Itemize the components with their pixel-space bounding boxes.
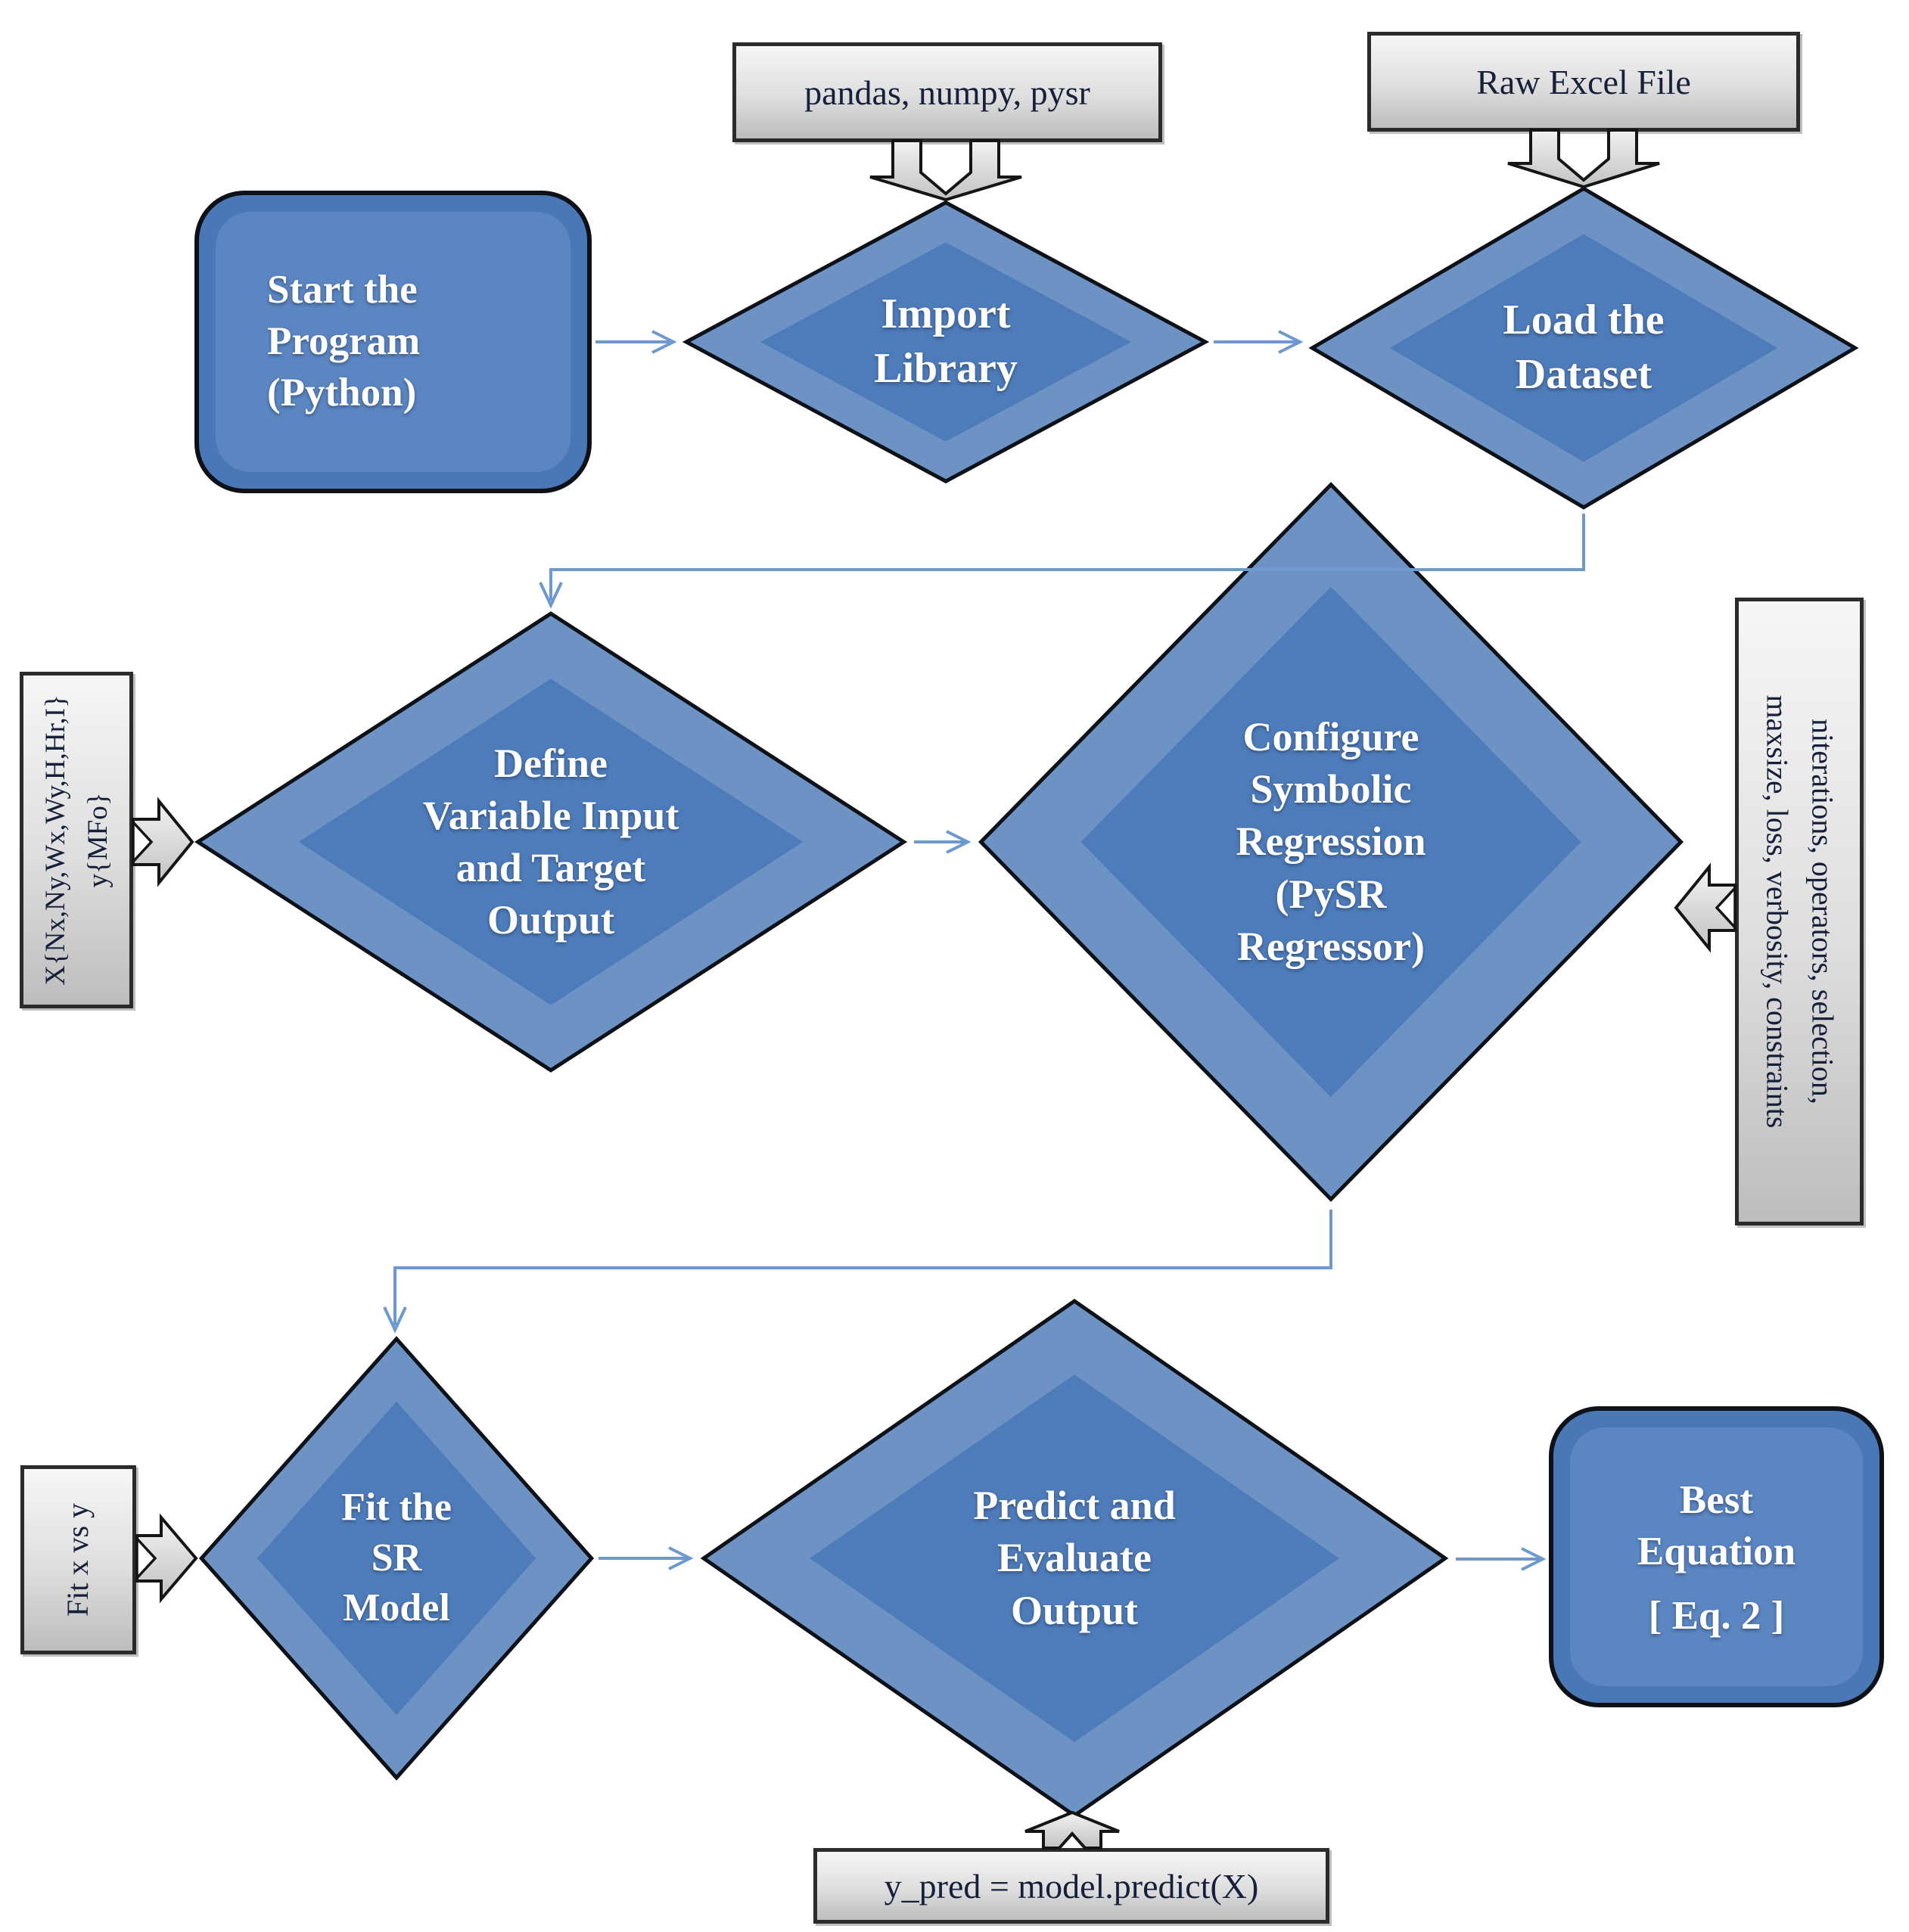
- define-io-label: Define Variable Input and Target Output: [422, 740, 679, 943]
- import-library-label: Import Library: [874, 290, 1018, 392]
- best-equation-node: Best Equation [ Eq. 2 ]: [1549, 1406, 1884, 1707]
- diamond-shape-icon: [1307, 185, 1861, 511]
- fit-note-callout-label: Fit x vs y: [61, 1502, 95, 1617]
- arrowhead-start-to-import-icon: [651, 330, 677, 354]
- io-variables-block-arrow-icon: [132, 797, 194, 887]
- fit-note-arrow-notch-icon: [135, 1535, 157, 1582]
- sr-parameters-callout-label: niterations, operators, selection, maxsi…: [1760, 694, 1839, 1129]
- raw-file-callout-label: Raw Excel File: [1476, 62, 1691, 101]
- libraries-pendant-arrow-icon: [869, 139, 1022, 202]
- arrowhead-load-to-define-icon: [539, 582, 563, 609]
- diamond-shape-icon: [197, 1334, 595, 1782]
- io-variables-callout-label: X{Nx,Ny,Wx,Wy,H,Hr,I} y{MFo}: [39, 694, 113, 986]
- predict-evaluate-label: Predict and Evaluate Output: [973, 1483, 1176, 1633]
- libraries-callout: pandas, numpy, pysr: [732, 42, 1162, 142]
- load-dataset-diamond: Load the Dataset: [1307, 185, 1861, 511]
- fit-note-block-arrow-icon: [135, 1513, 198, 1604]
- raw-file-pendant-arrow-icon: [1507, 129, 1660, 189]
- arrowhead-import-to-load-icon: [1278, 330, 1304, 354]
- arrowhead-fit-to-predict-icon: [668, 1546, 694, 1570]
- fit-model-diamond: Fit the SR Model: [197, 1334, 595, 1782]
- predict-code-callout: y_pred = model.predict(X): [813, 1848, 1329, 1924]
- sr-parameters-callout: niterations, operators, selection, maxsi…: [1735, 598, 1864, 1225]
- import-library-diamond: Import Library: [681, 200, 1211, 484]
- diamond-shape-icon: [696, 1296, 1453, 1821]
- arrowhead-define-to-configure-icon: [946, 830, 972, 854]
- configure-sr-diamond: Configure Symbolic Regression (PySR Regr…: [974, 477, 1688, 1207]
- predict-code-callout-label: y_pred = model.predict(X): [884, 1866, 1259, 1906]
- best-equation-sub-label: [ Eq. 2 ]: [1648, 1593, 1785, 1638]
- diamond-shape-icon: [681, 200, 1211, 484]
- best-equation-panel: Best Equation [ Eq. 2 ]: [1570, 1427, 1863, 1686]
- load-dataset-label: Load the Dataset: [1503, 297, 1665, 398]
- best-equation-label: Best Equation: [1637, 1478, 1796, 1573]
- start-node-panel: Start the Program (Python): [216, 212, 571, 472]
- define-io-diamond: Define Variable Input and Target Output: [191, 609, 911, 1075]
- arrowhead-configure-to-fit-icon: [383, 1306, 407, 1334]
- fit-model-label: Fit the SR Model: [341, 1486, 452, 1630]
- fit-note-callout: Fit x vs y: [20, 1465, 136, 1654]
- diamond-shape-icon: [191, 609, 911, 1075]
- raw-file-callout: Raw Excel File: [1367, 32, 1800, 132]
- libraries-callout-label: pandas, numpy, pysr: [804, 73, 1090, 112]
- diamond-shape-icon: [974, 477, 1688, 1207]
- configure-sr-label: Configure Symbolic Regression (PySR Regr…: [1236, 714, 1426, 969]
- start-node: Start the Program (Python): [194, 191, 592, 493]
- arrowhead-predict-to-best-icon: [1521, 1547, 1547, 1571]
- start-node-label: Start the Program (Python): [267, 268, 421, 415]
- predict-evaluate-diamond: Predict and Evaluate Output: [696, 1296, 1453, 1821]
- sr-parameters-arrow-notch-icon: [1715, 884, 1736, 931]
- io-variables-arrow-notch-icon: [132, 818, 154, 865]
- io-variables-callout: X{Nx,Ny,Wx,Wy,H,Hr,I} y{MFo}: [20, 672, 133, 1008]
